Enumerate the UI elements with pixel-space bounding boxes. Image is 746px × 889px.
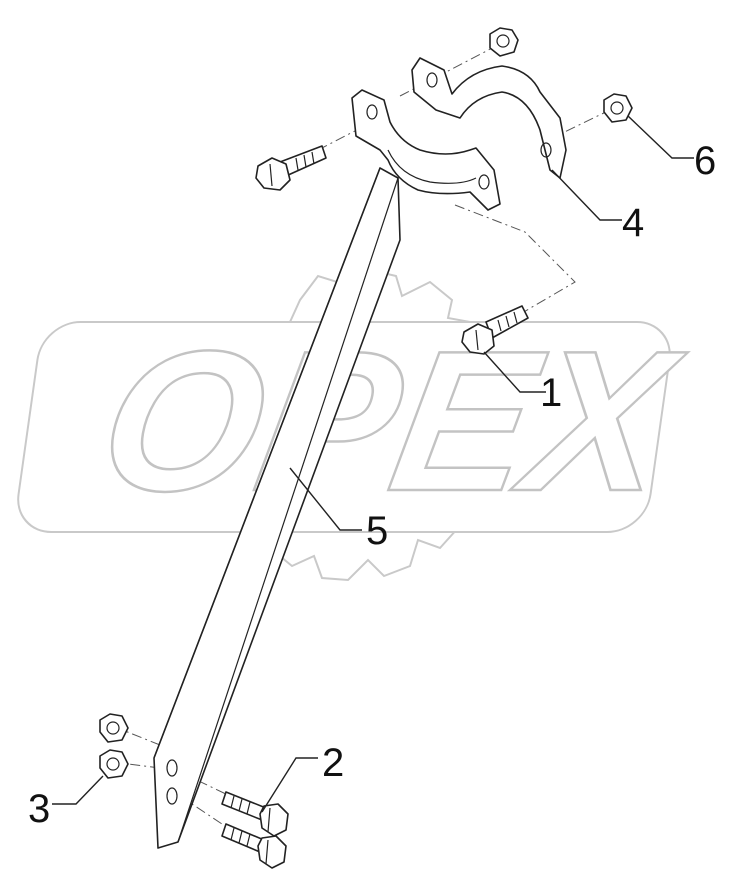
callout-5: 5 — [366, 509, 388, 553]
part-3-nut-lower — [99, 749, 129, 779]
part-6-nut-right — [603, 93, 633, 123]
part-2-bolt-upper — [221, 791, 289, 837]
part-5-bar — [153, 167, 401, 849]
leader-4 — [551, 169, 622, 221]
watermark-text: OPEX — [86, 309, 696, 532]
part-4-clamp — [351, 57, 567, 211]
leader-5 — [289, 467, 362, 531]
part-3-nut-upper — [99, 713, 129, 743]
callout-labels: 1 2 3 4 5 6 — [28, 139, 716, 831]
callout-6: 6 — [694, 139, 716, 183]
leader-6 — [627, 115, 694, 159]
callout-3: 3 — [28, 787, 50, 831]
part-1-bolt — [461, 305, 529, 355]
leader-lines — [52, 115, 694, 813]
clamp-bolt — [255, 145, 327, 191]
leader-2 — [261, 757, 318, 813]
leader-1 — [483, 351, 546, 393]
callout-4: 4 — [622, 201, 644, 245]
part-6-nut-top — [489, 27, 519, 57]
callout-1: 1 — [540, 371, 562, 415]
leader-3 — [52, 775, 104, 805]
part-2-bolt-lower — [221, 823, 287, 869]
callout-2: 2 — [322, 741, 344, 785]
